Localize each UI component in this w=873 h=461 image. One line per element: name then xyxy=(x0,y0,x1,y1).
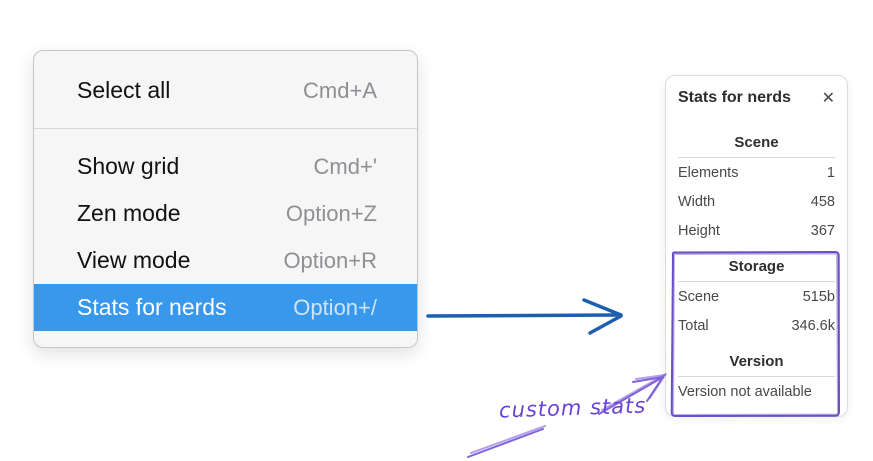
menu-item-zen-mode[interactable]: Zen mode Option+Z xyxy=(34,190,417,237)
menu-item-show-grid[interactable]: Show grid Cmd+' xyxy=(34,143,417,190)
section-heading-scene: Scene xyxy=(734,134,779,151)
divider xyxy=(678,157,835,158)
section-heading-storage: Storage xyxy=(728,258,785,275)
stat-label: Total xyxy=(678,317,709,334)
menu-separator xyxy=(34,128,417,129)
stat-row-elements: Elements 1 xyxy=(678,158,835,187)
menu-item-shortcut: Option+Z xyxy=(285,200,377,226)
stat-row-total-storage: Total 346.6k xyxy=(678,311,835,340)
stat-label: Height xyxy=(678,222,720,239)
version-note: Version not available xyxy=(678,383,812,400)
stat-row-width: Width 458 xyxy=(678,187,835,216)
menu-item-stats-for-nerds[interactable]: Stats for nerds Option+/ xyxy=(34,284,417,331)
stats-panel: Stats for nerds ✕ Scene Elements 1 Width… xyxy=(665,75,848,417)
stat-value: 367 xyxy=(810,222,835,239)
stat-value: 346.6k xyxy=(791,317,835,334)
menu-item-shortcut: Cmd+A xyxy=(303,77,377,103)
menu-item-label: Stats for nerds xyxy=(77,294,227,320)
menu-item-shortcut: Cmd+' xyxy=(313,153,378,179)
stat-label: Elements xyxy=(678,164,739,181)
stat-value: 515b xyxy=(802,288,835,305)
menu-item-label: Show grid xyxy=(77,153,180,179)
custom-stats-label: custom stats xyxy=(498,393,647,423)
stat-row-scene-storage: Scene 515b xyxy=(678,282,835,311)
blue-arrow xyxy=(426,298,623,335)
close-icon[interactable]: ✕ xyxy=(821,88,835,107)
custom-stats-arrow xyxy=(467,373,667,458)
stat-value: 1 xyxy=(826,164,835,181)
menu-item-label: Zen mode xyxy=(77,200,181,226)
stat-row-height: Height 367 xyxy=(678,216,835,245)
menu-item-select-all[interactable]: Select all Cmd+A xyxy=(34,67,417,114)
menu-item-label: Select all xyxy=(77,77,171,103)
stat-label: Width xyxy=(678,193,716,210)
menu-item-shortcut: Option+R xyxy=(283,247,377,273)
menu-item-view-mode[interactable]: View mode Option+R xyxy=(34,237,417,284)
stats-panel-title: Stats for nerds xyxy=(678,89,791,106)
stat-value: 458 xyxy=(810,193,835,210)
context-menu: Select all Cmd+A Show grid Cmd+' Zen mod… xyxy=(33,50,418,348)
menu-item-shortcut: Option+/ xyxy=(293,294,377,320)
section-heading-version: Version xyxy=(729,353,784,370)
menu-item-label: View mode xyxy=(77,247,191,273)
stat-label: Scene xyxy=(678,288,720,305)
stats-panel-header: Stats for nerds ✕ xyxy=(678,86,835,110)
